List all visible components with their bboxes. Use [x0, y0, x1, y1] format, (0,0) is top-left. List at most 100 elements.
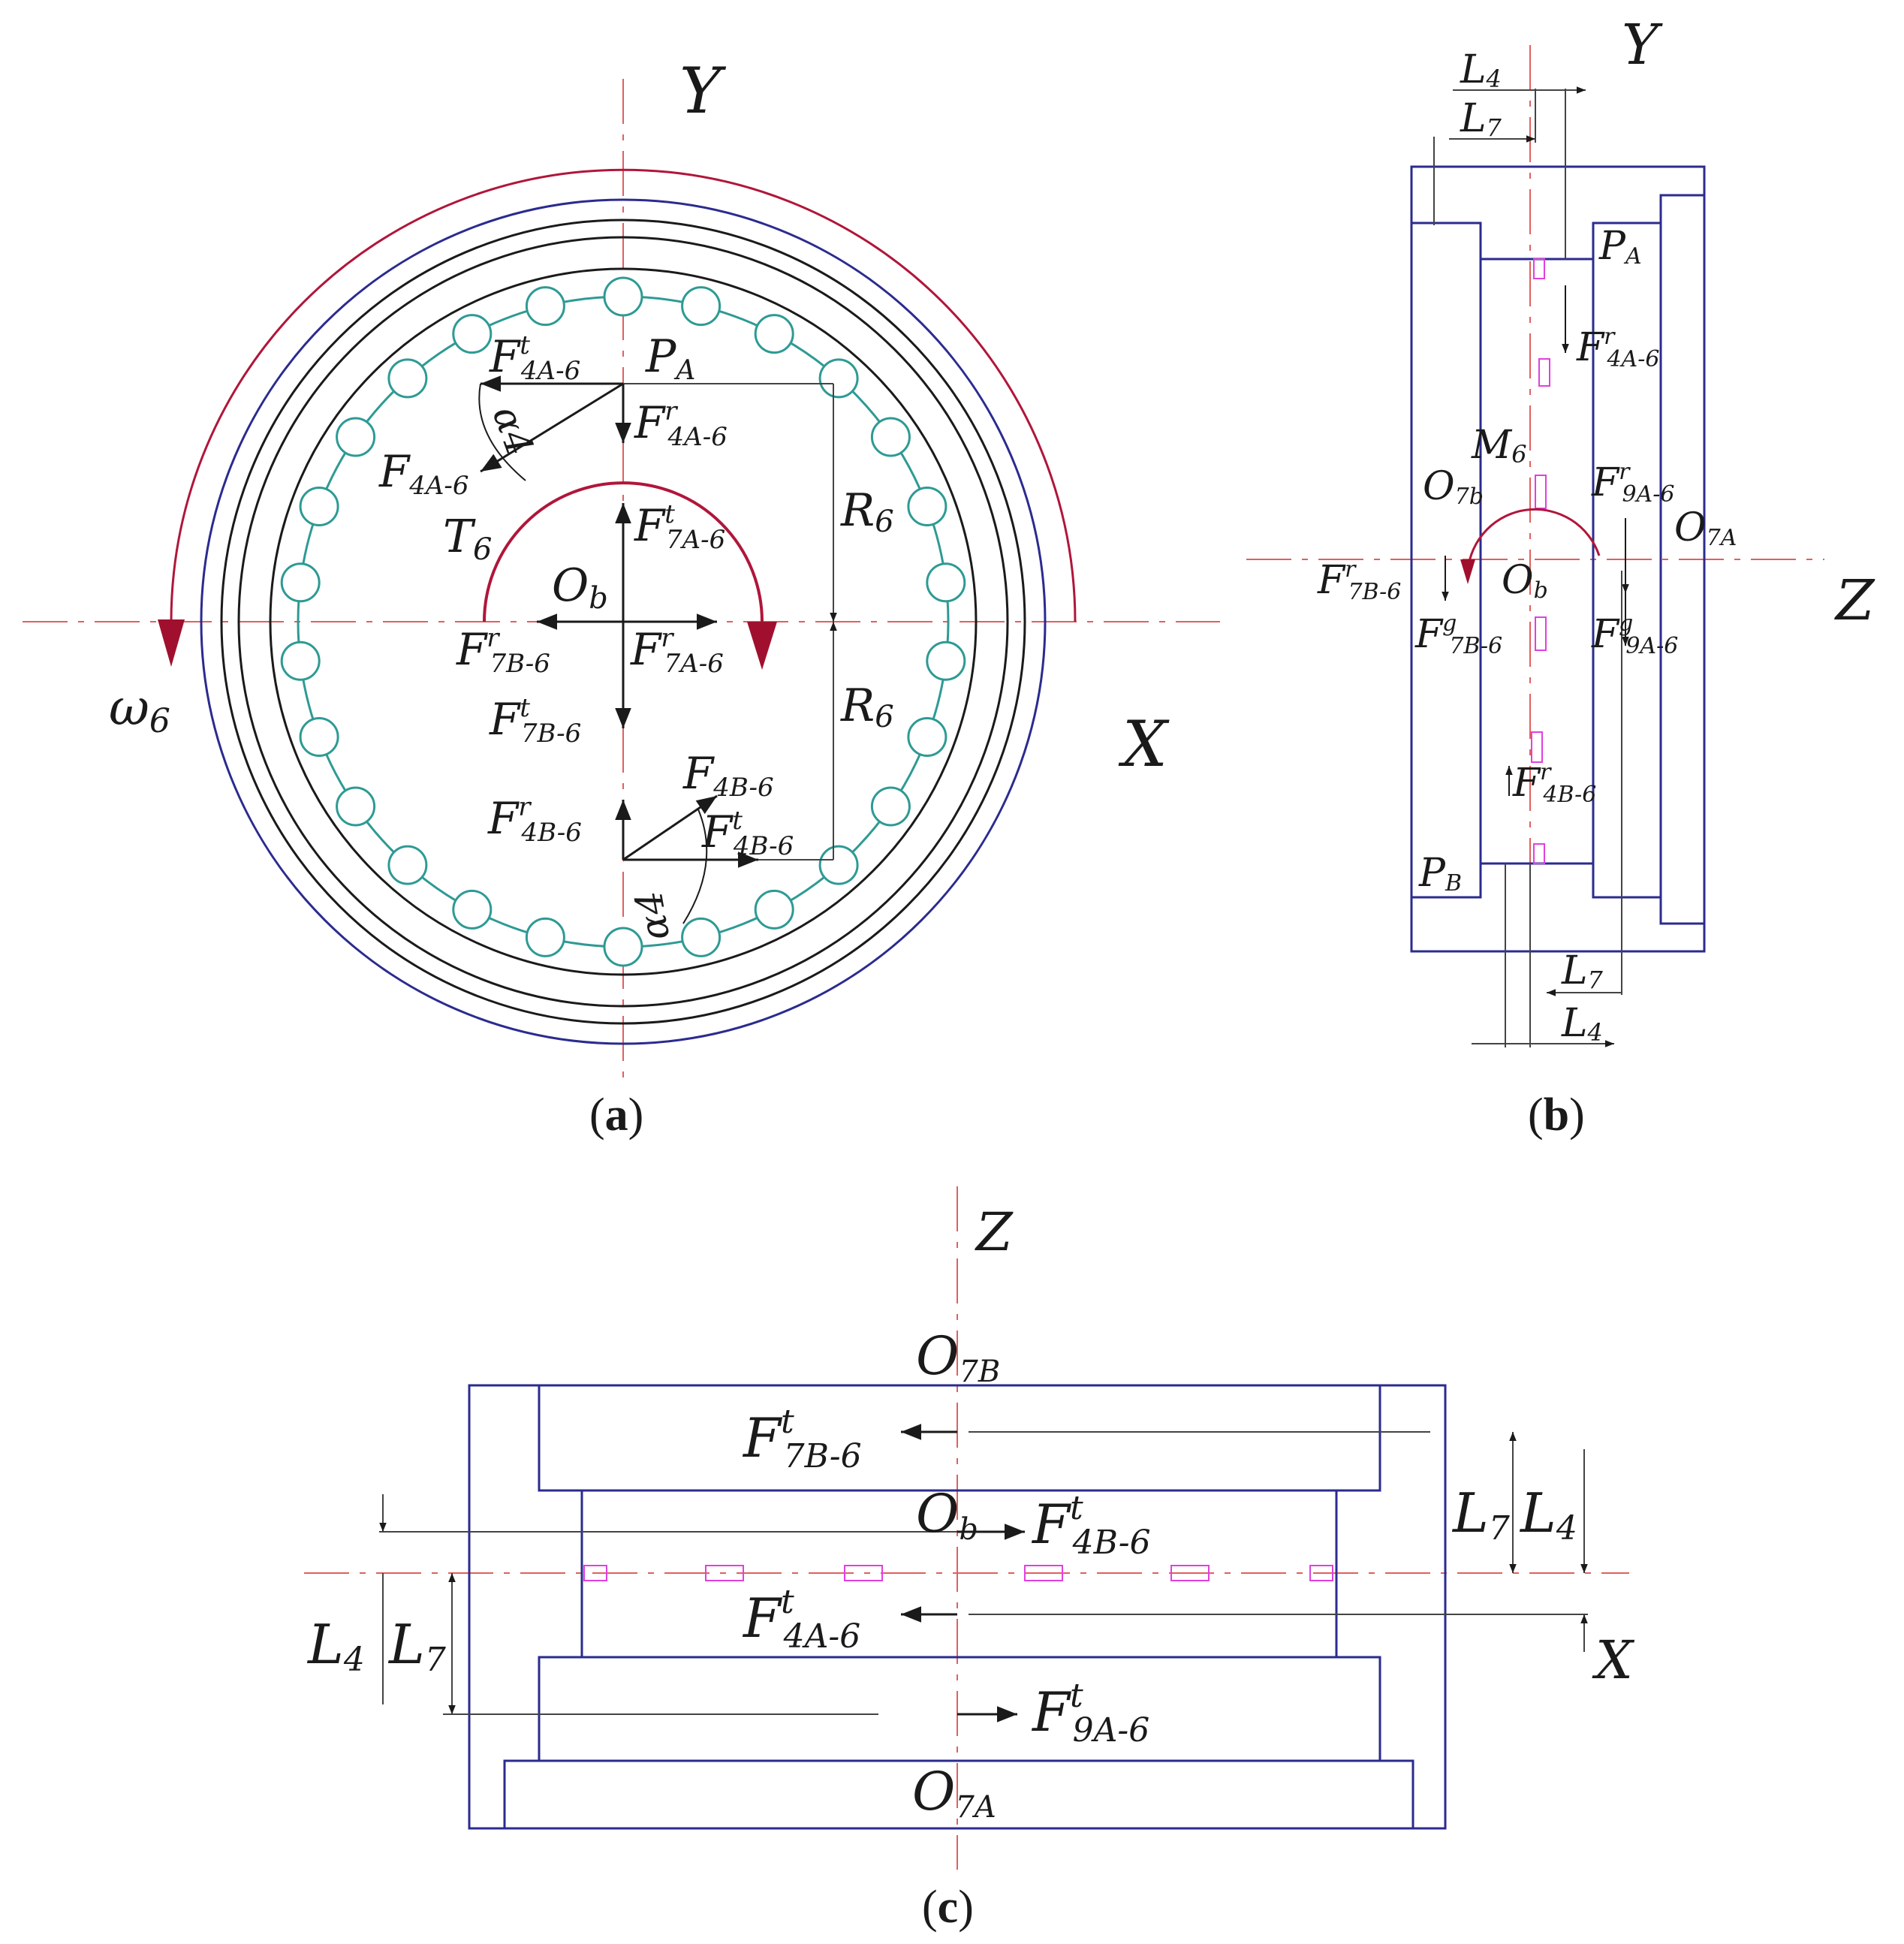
housing-ring-outer — [220, 219, 1026, 1025]
o7a-label-c: O7A — [912, 1761, 996, 1825]
ball — [870, 417, 911, 457]
ball — [452, 314, 493, 354]
r6-upper-label: R6 — [840, 484, 894, 539]
l7-bottom-label: L7 — [1561, 948, 1604, 994]
ball — [299, 487, 339, 526]
left-flange-b — [1411, 222, 1482, 899]
torque-arrow-head — [747, 622, 777, 670]
pa-label-b: PA — [1598, 224, 1642, 270]
caption-a: (a) — [589, 1090, 643, 1141]
ball — [754, 889, 794, 930]
ball — [387, 358, 428, 399]
rolling-balls — [280, 276, 966, 967]
bottom-plate-c — [503, 1759, 1414, 1830]
ob-label-b: Ob — [1502, 558, 1548, 604]
l7-right-label: L7 — [1451, 1481, 1510, 1548]
caption-c: (c) — [922, 1882, 974, 1933]
l4-right-label: L4 — [1519, 1481, 1577, 1548]
ball — [336, 417, 376, 457]
ball — [525, 286, 565, 327]
torque-label: T6 — [443, 511, 492, 567]
ball — [280, 640, 321, 681]
ball — [525, 917, 565, 957]
l7-left-label: L7 — [387, 1613, 446, 1679]
m6-label-b: M6 — [1471, 423, 1527, 469]
point-pa-label: PA — [645, 330, 695, 386]
axis-z-label-c: Z — [975, 1201, 1014, 1263]
rotation-arc-omega — [170, 168, 1077, 622]
f-4b-label: F4B-6 — [682, 748, 774, 803]
ball — [280, 562, 321, 603]
ball — [336, 786, 376, 827]
ball — [818, 358, 859, 399]
axis-y-label-a: Y — [679, 54, 727, 128]
ob-label-c: Ob — [916, 1483, 978, 1547]
ball — [387, 845, 428, 885]
o7b-label-c: O7B — [916, 1325, 1000, 1389]
ball — [907, 487, 947, 526]
top-plate-c — [538, 1384, 1381, 1492]
r6-lower-label: R6 — [840, 680, 894, 734]
l4-left-label: L4 — [306, 1613, 365, 1679]
alpha-b-label: α4 — [627, 888, 679, 944]
ball — [926, 562, 966, 603]
l4-bottom-label: L4 — [1561, 1001, 1603, 1047]
moment-arrow-head-b — [1460, 559, 1475, 584]
omega-label: ω6 — [109, 679, 170, 740]
f-4a-arrow — [480, 382, 624, 473]
o7a-label-b: O7A — [1674, 505, 1737, 551]
housing-ring-mid — [237, 236, 1009, 1008]
ball — [299, 717, 339, 757]
axis-x-label-a: X — [1118, 707, 1170, 781]
ball — [452, 889, 493, 930]
o7b-label-b: O7b — [1423, 464, 1484, 510]
ball — [907, 717, 947, 757]
ball — [681, 917, 722, 957]
ball — [754, 314, 794, 354]
f-4b-arrow — [622, 794, 718, 861]
alpha-a-arc — [478, 383, 526, 481]
axis-y-label-b: Y — [1622, 13, 1663, 77]
l7-top-label: L7 — [1460, 96, 1502, 142]
housing-ring-inner — [269, 267, 978, 976]
ball — [603, 927, 643, 967]
ball — [603, 276, 643, 317]
torque-arc — [483, 481, 764, 622]
lower-plate-c — [538, 1656, 1381, 1762]
l4-top-label: L4 — [1460, 47, 1502, 93]
ball — [681, 286, 722, 327]
ball — [818, 845, 859, 885]
ball-markers-c — [583, 1565, 1333, 1581]
moment-arc-b — [1466, 508, 1601, 571]
f-4a-label: F4A-6 — [378, 446, 469, 501]
center-ob-label: Ob — [552, 559, 608, 616]
omega-arrow-head — [158, 619, 185, 667]
ball — [870, 786, 911, 827]
caption-b: (b) — [1528, 1090, 1585, 1141]
ball — [926, 640, 966, 681]
alpha-b-arc — [682, 809, 708, 924]
axis-x-label-c: X — [1592, 1629, 1635, 1691]
axis-z-label-b: Z — [1834, 568, 1875, 633]
right-plate-b — [1659, 194, 1706, 925]
